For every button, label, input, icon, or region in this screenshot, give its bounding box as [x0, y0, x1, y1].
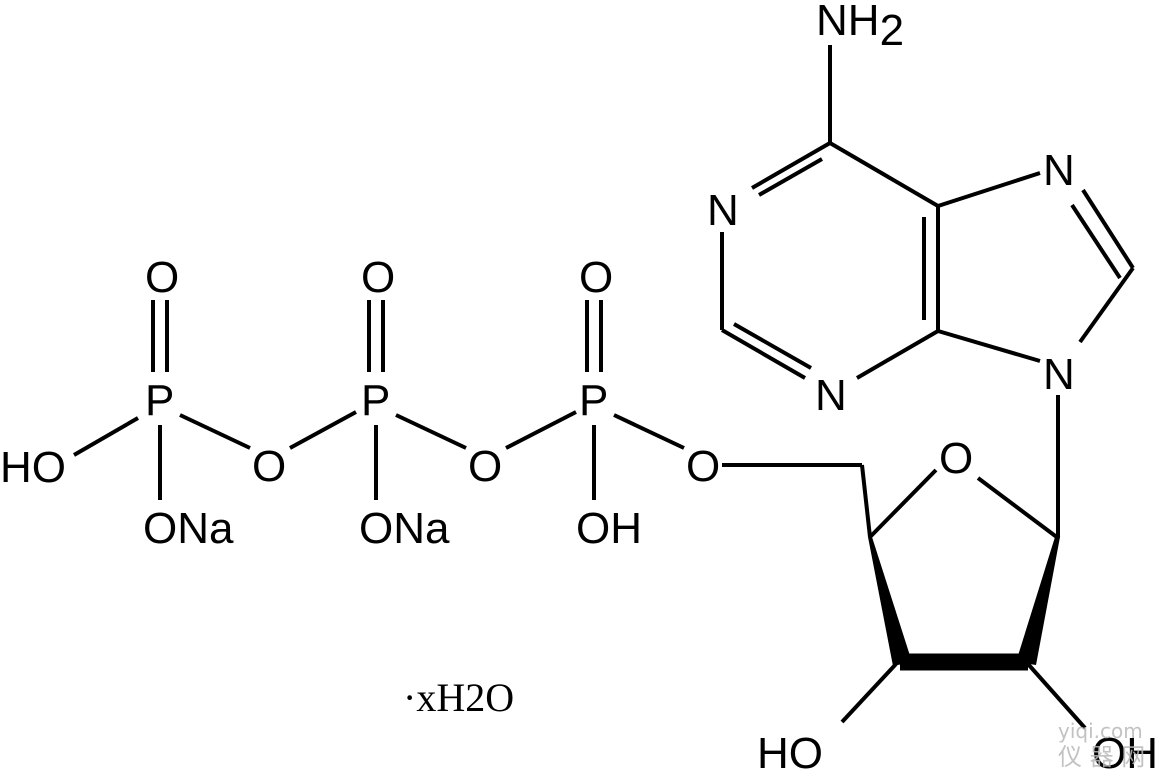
bond-c2-n3 — [720, 328, 807, 380]
wedge-c1-c2 — [1016, 537, 1060, 665]
bond-c3-oh — [840, 662, 898, 724]
bond-c6-n1 — [751, 141, 831, 190]
bond-c4-o4 — [868, 468, 938, 539]
label-p1-o-top: O — [145, 253, 179, 302]
watermark-chars: 仪 器 网 — [1058, 743, 1145, 771]
label-ho-left: HO — [0, 443, 66, 492]
label-p2-ona: ONa — [359, 504, 450, 553]
label-ester-o: O — [686, 442, 720, 491]
watermark-domain: yiqi.com — [1058, 719, 1143, 743]
label-sugar-oh: OH — [1092, 729, 1158, 771]
label-p2-o-top: O — [361, 253, 395, 302]
label-p1-ona: ONa — [143, 504, 234, 553]
label-nh2: NH2 — [816, 0, 904, 55]
label-p3-oh: OH — [576, 504, 642, 553]
wedge-c4-c3 — [868, 537, 912, 666]
bond-p1-o-bridge — [179, 413, 251, 450]
label-sugar-ho: HO — [757, 729, 823, 771]
bond-ho-p1 — [72, 416, 140, 457]
bond-o-bridge-p2 — [289, 410, 357, 450]
label-n9: N — [1043, 350, 1075, 399]
watermark: yiqi.com 仪 器 网 — [1058, 719, 1145, 771]
label-n7: N — [1043, 146, 1075, 195]
label-p3-o-top: O — [579, 253, 613, 302]
label-p1: P — [145, 376, 174, 425]
bond-n7-c8 — [1081, 188, 1135, 270]
label-ring-o: O — [939, 434, 973, 483]
bonds — [72, 45, 1135, 730]
bond-p3-o-ester — [613, 413, 685, 450]
bond-c6-c5 — [828, 141, 940, 208]
label-p2: P — [361, 376, 390, 425]
label-p3: P — [579, 376, 608, 425]
bond-p2-o-bridge — [395, 413, 467, 450]
bond-c6-n1-inner — [758, 157, 823, 197]
bond-c5-n7 — [937, 171, 1041, 208]
bond-c4-n9 — [937, 329, 1041, 363]
bond-c8-n9 — [1078, 266, 1135, 344]
bond-c2-oh — [1026, 662, 1087, 730]
label-n1: N — [707, 186, 739, 235]
bond-o4-c1 — [976, 476, 1060, 540]
bond-o-bridge-p3 — [505, 410, 577, 450]
label-bridge-o1: O — [252, 442, 286, 491]
bond-c2-n3-inner — [733, 322, 812, 370]
label-n3: N — [815, 371, 847, 420]
bond-n3-c4 — [855, 329, 940, 380]
bond-n7-c8-inner — [1070, 203, 1122, 280]
bond-ch2-c4 — [860, 464, 872, 538]
label-bridge-o2: O — [468, 442, 502, 491]
hydrate-label: ·xH2O — [403, 675, 514, 720]
